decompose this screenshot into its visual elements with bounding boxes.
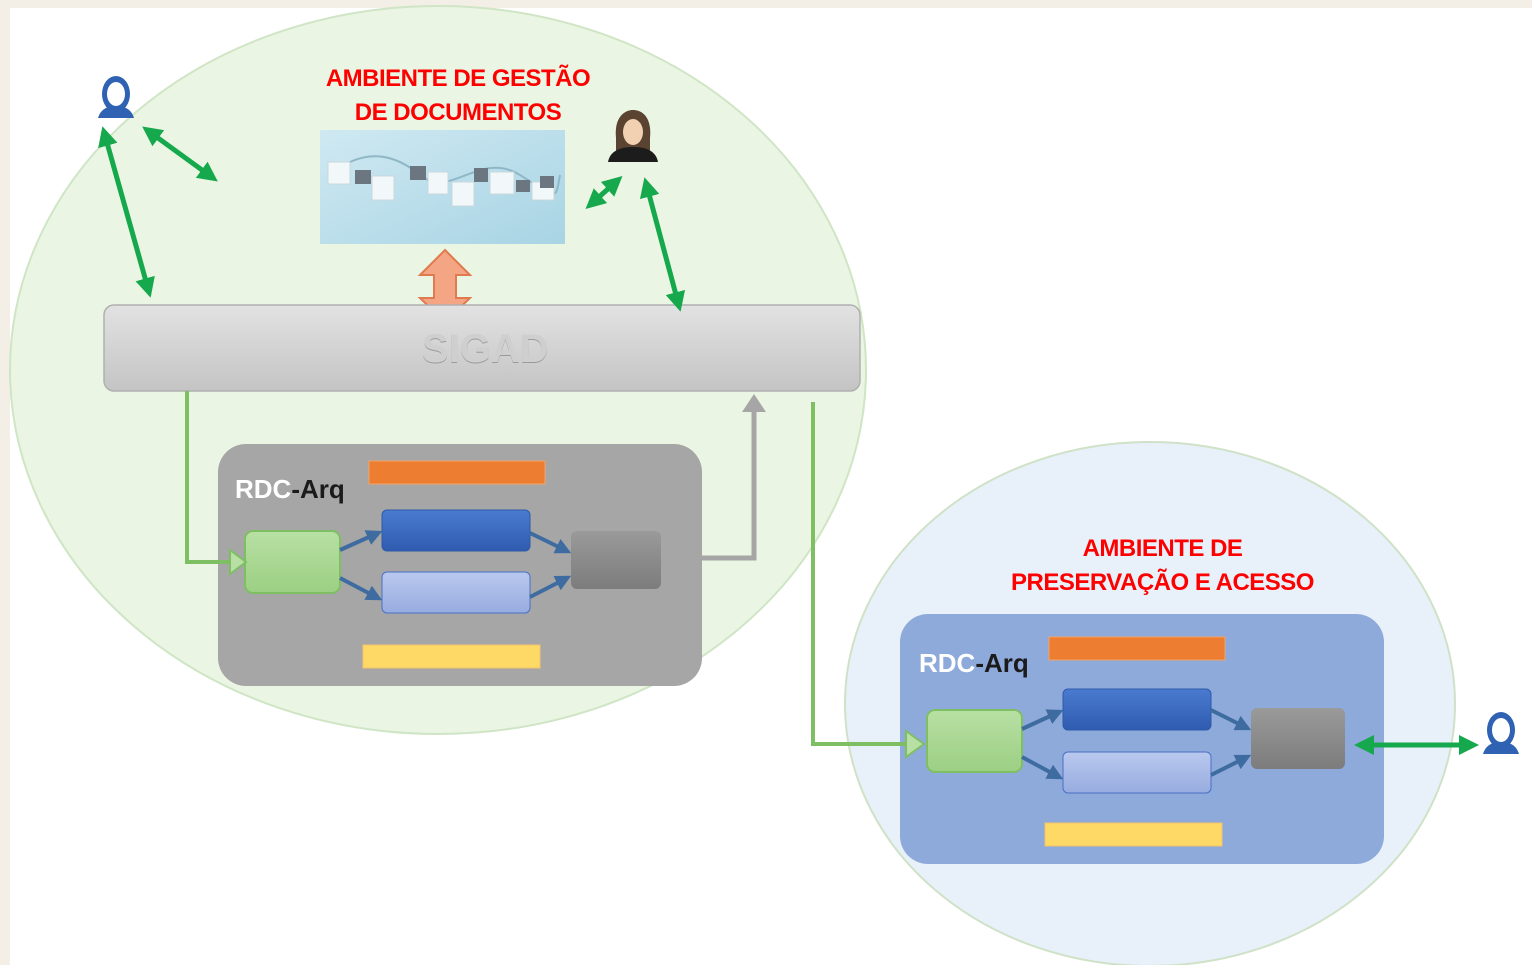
flow-arrow-m2: [339, 576, 383, 601]
management-title-line2: DE DOCUMENTOS: [354, 99, 562, 126]
preservation-rdc-label: RDC-Arq: [919, 648, 1029, 679]
management-rdc-label-part1: RDC: [235, 474, 292, 504]
management-rdc-yellow-bar: [362, 644, 541, 669]
process-flow-image: [320, 130, 565, 244]
management-environment-title: AMBIENTE DE GESTÃO DE DOCUMENTOS: [300, 62, 616, 130]
management-rdc-label: RDC-Arq: [235, 474, 345, 505]
user-icon: [98, 76, 134, 118]
flow-arrow-m3: [529, 531, 572, 554]
management-rdc-box: [218, 444, 702, 686]
management-rdc-dark-blue-node: [381, 509, 531, 552]
preservation-rdc-light-blue-node: [1062, 751, 1212, 794]
user-to-process-arrow: [142, 126, 218, 182]
flow-arrow-m4: [529, 575, 572, 599]
management-rdc-label-part2: -Arq: [291, 474, 345, 504]
preservation-title-line2: PRESERVAÇÃO E ACESSO: [1011, 569, 1314, 596]
management-title-line1: AMBIENTE DE GESTÃO: [325, 65, 591, 92]
preservation-rdc-dark-blue-node: [1062, 688, 1212, 731]
user2-to-process-arrow: [585, 176, 623, 209]
rdc-to-sigad-connector: [661, 394, 766, 561]
preservation-rdc-green-node: [926, 709, 1023, 773]
user-to-sigad-arrow: [98, 126, 155, 298]
management-rdc-green-node: [244, 530, 341, 594]
management-rdc-gray-node: [571, 531, 661, 589]
flow-arrow-p1: [1021, 709, 1064, 731]
flow-arrow-m1: [339, 530, 383, 552]
user-icon: [608, 110, 658, 162]
sigad-bar: [103, 304, 861, 392]
preservation-rdc-gray-node: [1251, 708, 1345, 769]
preservation-rdc-label-part2: -Arq: [975, 648, 1029, 678]
sigad-to-rdc-connector: [185, 391, 248, 576]
flow-arrow-p2: [1021, 755, 1064, 780]
preservation-rdc-orange-bar: [1048, 636, 1226, 661]
preservation-rdc-label-part1: RDC: [919, 648, 976, 678]
sigad-label: SIGAD: [422, 327, 549, 371]
sigad-to-preservation-connector: [811, 402, 926, 759]
preservation-title-line1: AMBIENTE DE: [1082, 535, 1243, 562]
preservation-rdc-box: [900, 614, 1384, 864]
preservation-environment-title: AMBIENTE DE PRESERVAÇÃO E ACESSO: [990, 532, 1335, 600]
flow-arrow-p3: [1210, 708, 1252, 731]
management-rdc-light-blue-node: [381, 571, 531, 614]
user2-to-sigad-arrow: [639, 177, 686, 312]
management-rdc-orange-bar: [368, 460, 546, 485]
flow-arrow-p4: [1210, 754, 1252, 777]
preservation-rdc-yellow-bar: [1044, 822, 1223, 847]
user-icon: [1483, 712, 1519, 754]
